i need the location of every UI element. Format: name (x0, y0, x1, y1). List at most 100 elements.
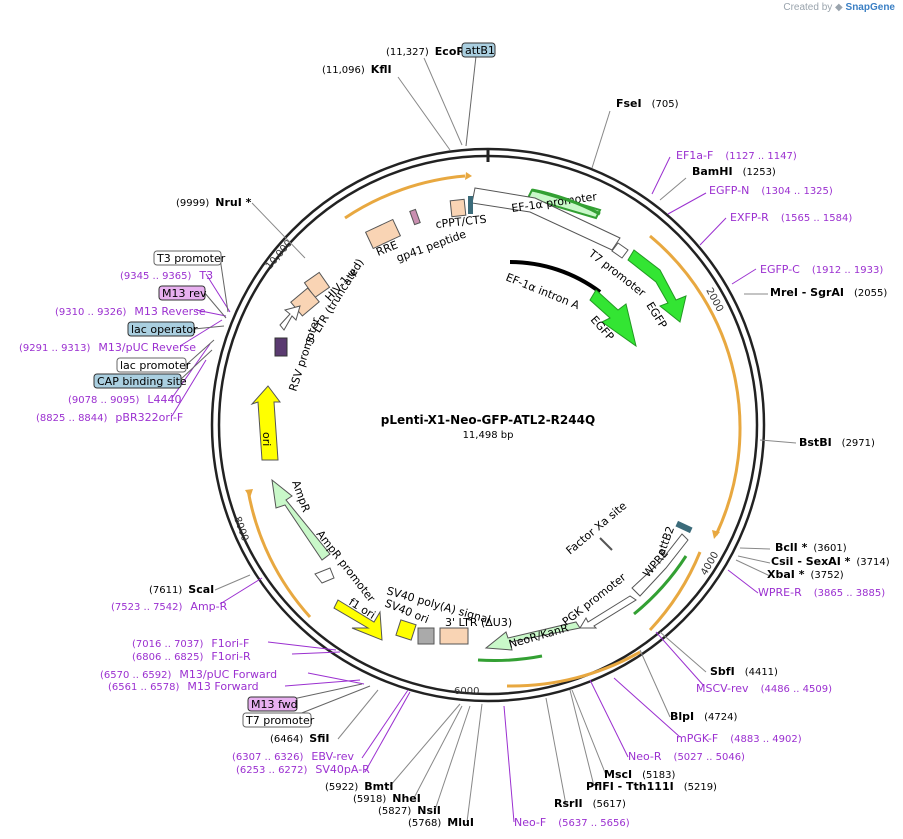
orange-arc-bottom (506, 650, 641, 688)
enzyme-sfii: (6464)SfiI (270, 732, 329, 745)
plasmid-name: pLenti-X1-Neo-GFP-ATL2-R244Q (381, 413, 595, 427)
attb1-label: attB1 (465, 44, 495, 57)
primer-sv40pa-r: (6253 .. 6272)SV40pA-R (236, 763, 370, 776)
gp41-label: gp41 peptide (395, 227, 469, 264)
m13-fwd-label: M13 fwd (251, 698, 298, 711)
egfp-feature (627, 249, 687, 323)
enzyme-fsei: FseI(705) (616, 97, 679, 110)
backbone-outer-ring (210, 147, 766, 703)
cppt-label: cPPT/CTS (435, 213, 487, 231)
plasmid-size: 11,498 bp (463, 430, 514, 441)
enzyme-kfli: (11,096)KflI (322, 63, 392, 76)
rsv-promoter-label: RSV promoter (286, 316, 322, 393)
f1-ori-feature (333, 599, 383, 641)
lac-operator-label: lac operator (131, 323, 198, 336)
t7-promoter-box-label: T7 promoter (245, 714, 315, 727)
tick-8000: 8000 (231, 515, 250, 543)
primer-amp-r: (7523 .. 7542)Amp-R (111, 600, 228, 613)
credit-prefix: Created by (783, 2, 833, 13)
enzyme-mrei: MreI - SgrAI(2055) (770, 286, 887, 299)
primer-egfp-n: EGFP-N(1304 .. 1325) (709, 184, 833, 197)
primer-m13-reverse: (9310 .. 9326)M13 Reverse (55, 305, 206, 318)
primer-m13puc-forward: (6570 .. 6592)M13/pUC Forward (100, 668, 277, 681)
factor-xa-feature (599, 537, 613, 551)
attb2-site-feature (675, 520, 693, 534)
primer-f1ori-f: (7016 .. 7037)F1ori-F (132, 637, 249, 650)
green-outer-arc-1 (531, 188, 601, 216)
m13-rev-box (158, 285, 206, 301)
ltr3-label: 3' LTR (ΔU3) (445, 616, 512, 629)
enzyme-ecori: (11,327)EcoRI (386, 45, 469, 58)
orange-arc-left (246, 489, 312, 619)
sv40-polya-feature (417, 627, 435, 645)
orange-arc-top (344, 174, 466, 220)
green-outer-arc-3 (477, 654, 543, 663)
attb1-site-feature (468, 196, 473, 214)
enzyme-mlui: (5768)MluI (408, 816, 474, 829)
ampr-promoter-feature (314, 567, 335, 584)
wpre-feature (631, 533, 689, 597)
factor-xa-label: Factor Xa site (564, 499, 630, 557)
enzyme-nrui: (9999)NruI * (176, 196, 252, 209)
primer-f1ori-r: (6806 .. 6825)F1ori-R (132, 650, 251, 663)
enzyme-xbai: XbaI *(3752) (767, 568, 844, 581)
cap-binding-site-label: CAP binding site (97, 375, 187, 388)
t3-promoter-label: T3 promoter (156, 252, 226, 265)
neor-label: NeoR/KanR (507, 621, 570, 651)
enzyme-csii: CsiI - SexAI *(3714) (771, 555, 890, 568)
enzyme-blpi: BlpI(4724) (670, 710, 737, 723)
snapgene-credit: Created by ◆ SnapGene (783, 2, 895, 13)
primer-m13puc-reverse: (9291 .. 9313)M13/pUC Reverse (19, 341, 196, 354)
ori-feature (250, 385, 281, 461)
neor-feature (484, 621, 581, 651)
primer-mpgk-f: mPGK-F(4883 .. 4902) (676, 732, 802, 745)
enzyme-nhei: (5918)NheI (353, 792, 421, 805)
orange-arc-right (649, 234, 742, 536)
t7-promoter-box (242, 712, 312, 728)
t7-promoter-feature (611, 242, 629, 259)
cap-binding-site-box (93, 373, 182, 389)
primer-egfp-c: EGFP-C(1912 .. 1933) (760, 263, 883, 276)
primer-ef1a-f: EF1a-F(1127 .. 1147) (676, 149, 797, 162)
enzyme-bamhi: BamHI(1253) (692, 165, 776, 178)
enzyme-pflfi: PflFI - Tth111I(5219) (586, 780, 717, 793)
primer-neo-f: Neo-F(5637 .. 5656) (514, 816, 630, 829)
attb1-box (461, 42, 496, 58)
orange-arc-lower-right (648, 551, 702, 632)
primer-neo-r: Neo-R(5027 .. 5046) (628, 750, 745, 763)
tick-6000: 6000 (454, 686, 479, 697)
sv40-ori-feature (395, 619, 417, 641)
lac-region-feature (274, 337, 288, 357)
primer-pbr322ori-f: (8825 .. 8844)pBR322ori-F (36, 411, 183, 424)
primer-ebv-rev: (6307 .. 6326)EBV-rev (232, 750, 354, 763)
ef1a-intron-label: EF-1α intron A (504, 271, 582, 313)
ampr-promoter-label: AmpR promoter (314, 528, 378, 605)
green-outer-arc-2 (633, 555, 688, 616)
enzyme-rsrii: RsrII(5617) (554, 797, 626, 810)
enzyme-bstbi: BstBI(2971) (799, 436, 875, 449)
primer-exfp-r: EXFP-R(1565 .. 1584) (730, 211, 852, 224)
primer-wpre-r: WPRE-R(3865 .. 3885) (758, 586, 885, 599)
ltr3-feature (439, 627, 469, 645)
primer-t3: (9345 .. 9365)T3 (120, 269, 213, 282)
primer-mscv-rev: MSCV-rev(4486 .. 4509) (696, 682, 832, 695)
cppt-feature (449, 198, 467, 218)
enzyme-bcli: BclI *(3601) (775, 541, 847, 554)
ampr-feature (271, 478, 331, 561)
enzyme-sbfi: SbfI(4411) (710, 665, 778, 678)
m13-rev-label: M13 rev (162, 287, 207, 300)
enzyme-bmti: (5922)BmtI (325, 780, 393, 793)
primer-l4440: (9078 .. 9095)L4440 (68, 393, 182, 406)
gp41-feature (409, 208, 421, 226)
enzyme-nsii: (5827)NsiI (378, 804, 441, 817)
t3-promoter-box (153, 250, 222, 266)
ori-label: ori (260, 432, 273, 446)
rre-feature (364, 218, 402, 250)
primer-m13-forward: (6561 .. 6578)M13 Forward (108, 680, 259, 693)
rsv-promoter-feature (279, 305, 301, 331)
enzyme-msci: MscI(5183) (604, 768, 675, 781)
snapgene-logo-icon: ◆ (835, 2, 843, 13)
credit-brand: SnapGene (845, 2, 895, 13)
lac-promoter-box (116, 357, 187, 373)
